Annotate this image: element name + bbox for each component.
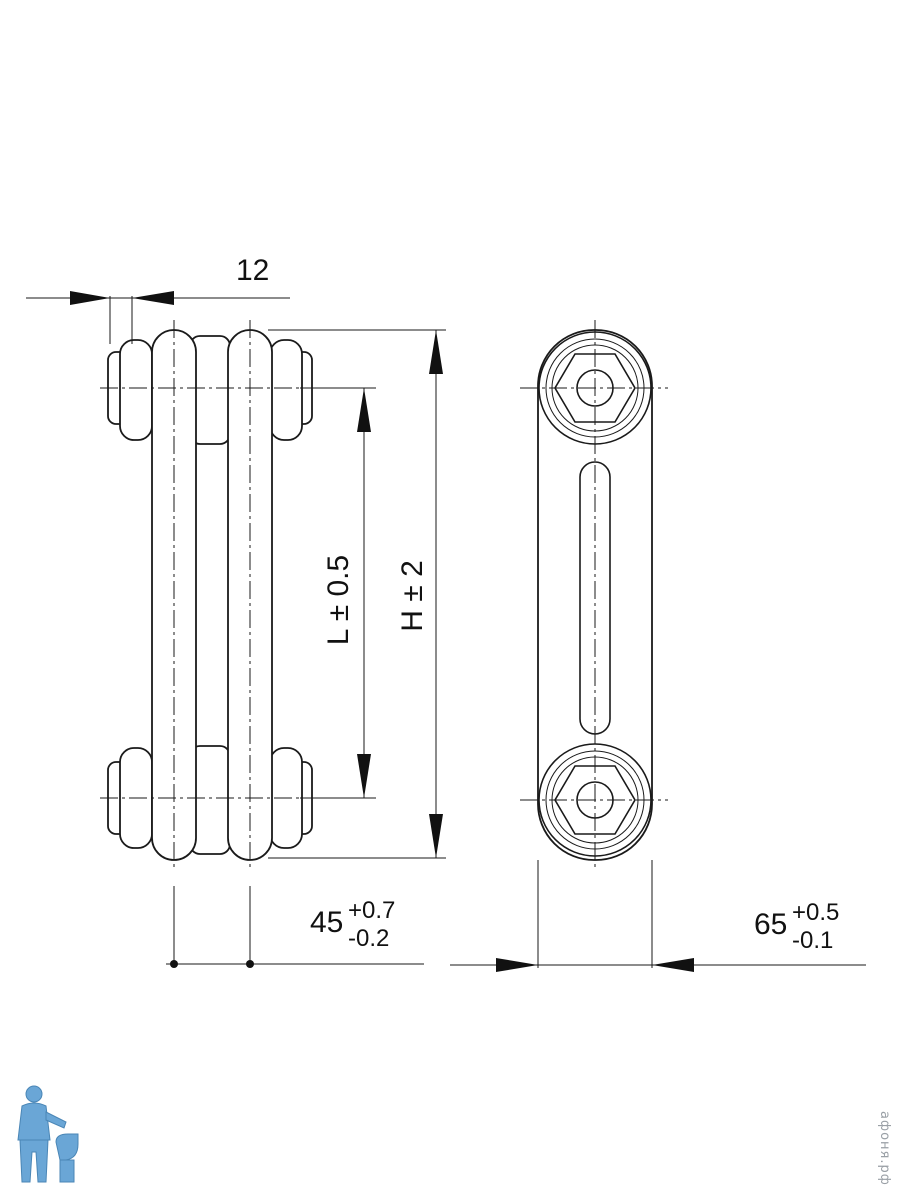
section-width-label: 12 xyxy=(236,254,269,287)
height-label: H ± 2 xyxy=(396,560,429,631)
front-view xyxy=(520,320,668,870)
dimension-height: H ± 2 xyxy=(268,329,446,859)
depth-front-base: 65 xyxy=(754,908,787,941)
dimension-dot xyxy=(170,960,178,968)
plumber-mascot-icon xyxy=(17,1085,79,1183)
dimension-depth-front: 65 +0.5 -0.1 xyxy=(450,860,866,972)
arrow-down-marker xyxy=(357,754,371,798)
dimension-dot xyxy=(246,960,254,968)
depth-front-lower: -0.1 xyxy=(792,927,833,954)
arrow-up-marker xyxy=(357,388,371,432)
dimension-section-width: 12 xyxy=(26,254,290,344)
arrow-right-marker xyxy=(70,291,110,305)
center-distance-label: L ± 0.5 xyxy=(322,555,355,645)
arrow-down-marker xyxy=(429,814,443,858)
depth-side-upper: +0.7 xyxy=(348,897,395,924)
arrow-left-marker xyxy=(652,958,694,972)
arrow-left-marker xyxy=(132,291,174,305)
depth-front-upper: +0.5 xyxy=(792,899,839,926)
side-view xyxy=(100,320,320,870)
arrow-right-marker xyxy=(496,958,538,972)
hub-top-left xyxy=(119,339,153,441)
dimension-center-distance: L ± 0.5 xyxy=(300,387,376,799)
depth-side-base: 45 xyxy=(310,906,343,939)
hub-top-right xyxy=(269,339,303,441)
dimension-depth-side: 45 +0.7 -0.2 xyxy=(166,886,424,968)
depth-side-lower: -0.2 xyxy=(348,925,389,952)
arrow-up-marker xyxy=(429,330,443,374)
site-watermark: афоня.рф xyxy=(877,1111,892,1186)
